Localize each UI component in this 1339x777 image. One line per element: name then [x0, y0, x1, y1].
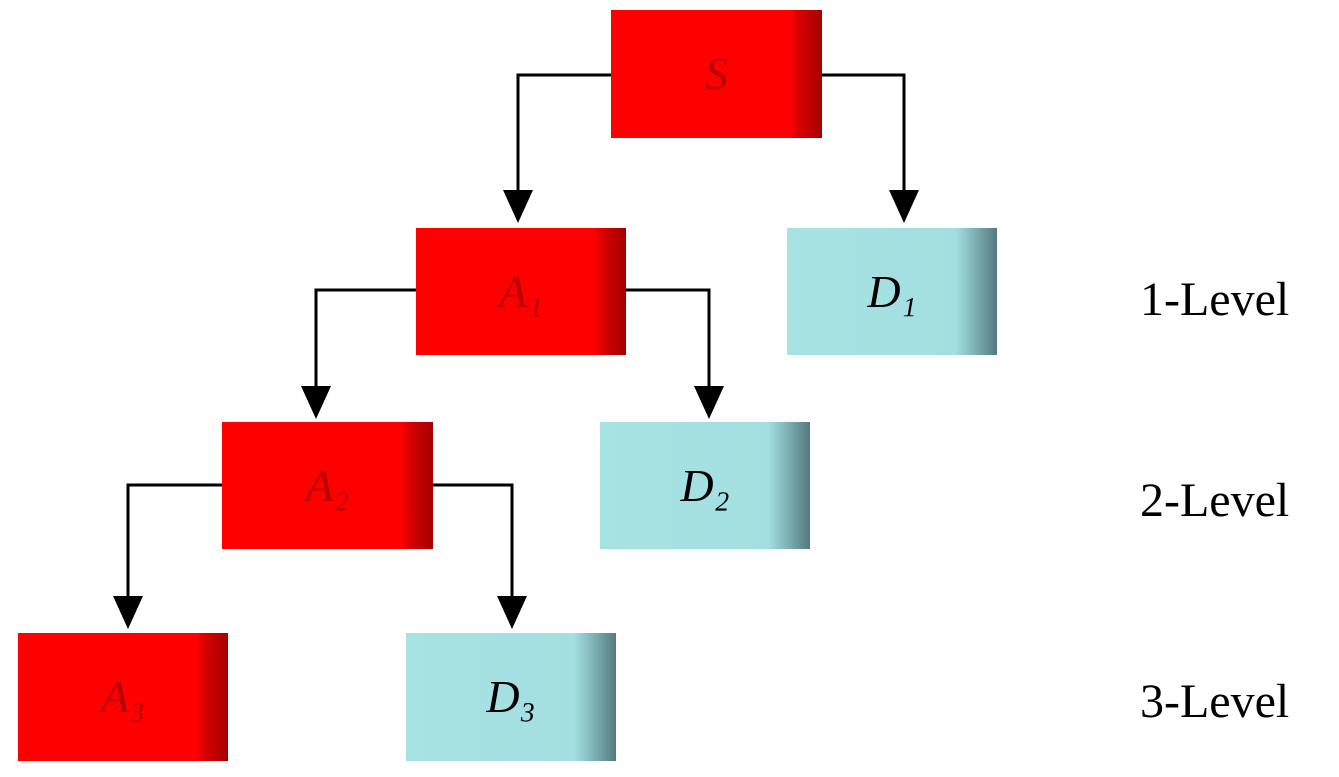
node-a2: A₂ [222, 422, 433, 549]
connector-s-a1 [516, 73, 611, 196]
arrowhead-a2-d3 [497, 596, 527, 629]
node-s: S [611, 10, 822, 138]
connector-a2-d3 [433, 483, 514, 602]
arrowhead-s-d1 [889, 190, 919, 223]
node-s-label: S [705, 48, 728, 99]
level-label-2: 2-Level [1140, 474, 1290, 527]
node-d3-label: D₃ [486, 671, 536, 722]
connector-a1-d2 [626, 288, 711, 392]
arrowhead-a2-a3 [113, 596, 143, 629]
arrowhead-s-a1 [503, 190, 533, 223]
level-label-1: 1-Level [1140, 273, 1290, 326]
node-d2: D₂ [600, 422, 810, 549]
node-d2-label: D₂ [680, 459, 730, 511]
node-a1: A₁ [416, 228, 626, 355]
arrowhead-a1-a2 [301, 386, 331, 419]
node-a3: A₃ [18, 633, 228, 761]
node-d1: D₁ [787, 228, 997, 355]
level-label-3: 3-Level [1140, 675, 1290, 728]
node-a1-label: A₁ [498, 265, 544, 317]
node-d3: D₃ [406, 633, 616, 761]
arrowhead-a1-d2 [694, 386, 724, 419]
connector-s-d1 [822, 73, 906, 196]
connector-a1-a2 [314, 288, 416, 392]
node-d1-label: D₁ [867, 265, 917, 317]
node-a2-label: A₂ [305, 459, 350, 511]
connector-a2-a3 [126, 483, 222, 602]
node-a3-label: A₃ [100, 671, 146, 722]
